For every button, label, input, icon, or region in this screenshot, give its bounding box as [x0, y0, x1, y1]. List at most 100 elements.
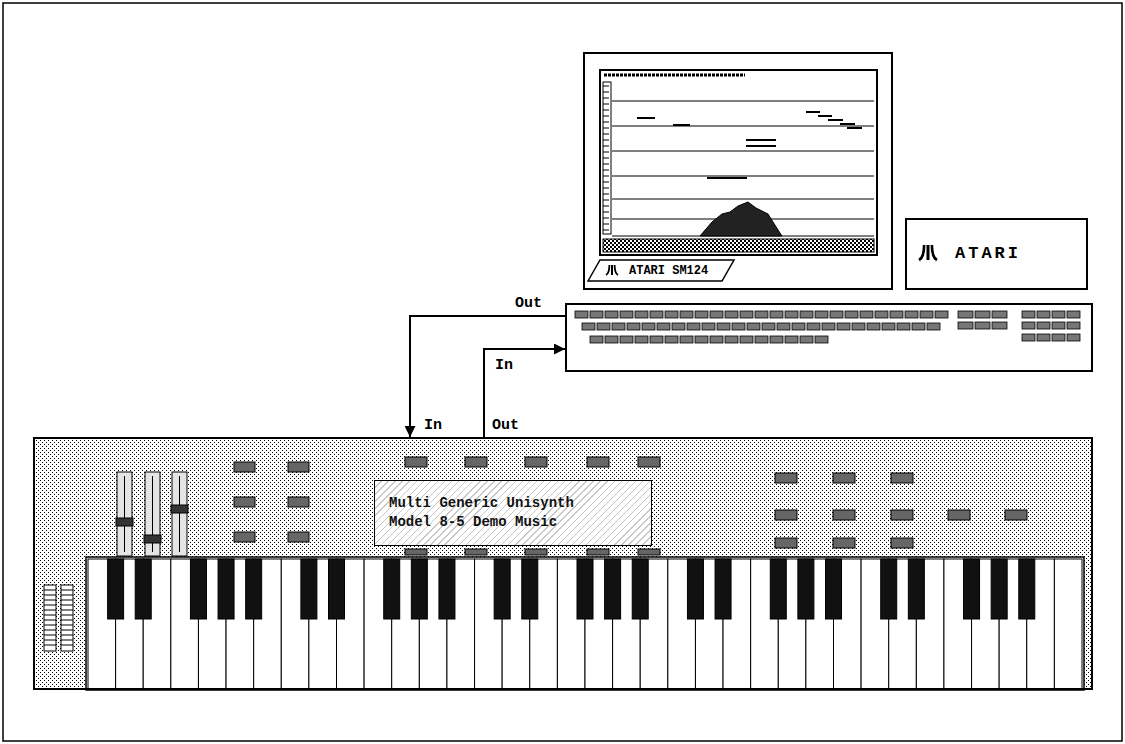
wheel-tick	[44, 640, 56, 641]
computer-key	[1067, 334, 1080, 341]
computer-key	[605, 311, 618, 318]
computer-key	[687, 323, 700, 330]
wheel-tick	[44, 625, 56, 626]
note-bar	[637, 117, 655, 119]
screen-ruler	[603, 82, 611, 234]
black-key	[577, 559, 593, 619]
synthesizer: InOutMulti Generic Unisynth Model 8-5 De…	[33, 437, 1093, 690]
black-key	[439, 559, 455, 619]
computer-key	[695, 311, 708, 318]
panel-button	[891, 473, 913, 483]
ruler-tick	[603, 170, 609, 171]
computer-key	[975, 322, 990, 329]
computer-key	[740, 311, 753, 318]
panel-button	[948, 510, 970, 520]
monitor-screen	[600, 70, 877, 255]
ruler-tick	[603, 182, 609, 183]
computer-key	[620, 311, 633, 318]
computer-key	[800, 336, 813, 343]
computer-key	[800, 311, 813, 318]
slider-track	[145, 472, 160, 556]
computer-key	[927, 323, 940, 330]
ruler-tick	[603, 122, 609, 123]
model-badge: ATARI SM124	[629, 265, 708, 278]
ruler-tick	[603, 146, 609, 147]
computer-key	[837, 323, 850, 330]
port-label: In	[424, 418, 442, 435]
slider-track	[117, 472, 132, 556]
wheel-tick	[44, 615, 56, 616]
black-key	[798, 559, 814, 619]
computer-key	[650, 311, 663, 318]
computer-key	[725, 336, 738, 343]
velocity-graph	[700, 202, 782, 236]
computer-key	[642, 323, 655, 330]
wheel-tick	[61, 620, 73, 621]
wheel-tick	[44, 620, 56, 621]
ruler-tick	[603, 230, 609, 231]
computer-key	[582, 323, 595, 330]
computer-key	[975, 311, 990, 318]
computer-key	[882, 323, 895, 330]
panel-button	[234, 532, 255, 542]
black-key	[522, 559, 538, 619]
computer-body	[565, 303, 1093, 372]
computer-key	[770, 336, 783, 343]
black-key	[246, 559, 262, 619]
panel-button	[775, 510, 797, 520]
ruler-tick	[603, 110, 609, 111]
computer-key	[1037, 311, 1050, 318]
computer-key	[732, 323, 745, 330]
note-bar	[840, 123, 855, 125]
computer-key	[992, 311, 1007, 318]
computer-key	[777, 323, 790, 330]
computer-key	[1022, 322, 1035, 329]
computer-key	[770, 311, 783, 318]
lcd-display: Multi Generic Unisynth Model 8-5 Demo Mu…	[374, 480, 652, 546]
midi-cable	[410, 316, 565, 437]
brand-name: ATARI	[955, 245, 1021, 264]
logo-box-body	[905, 218, 1088, 290]
computer-key	[1037, 322, 1050, 329]
panel-button	[891, 538, 913, 548]
black-key	[301, 559, 317, 619]
wheel-tick	[61, 605, 73, 606]
midi-cable	[484, 349, 565, 437]
panel-button	[288, 532, 309, 542]
ruler-tick	[603, 104, 609, 105]
wheel-tick	[61, 595, 73, 596]
panel-button	[1005, 510, 1027, 520]
note-bar	[746, 145, 776, 147]
computer-key	[815, 311, 828, 318]
computer-key	[612, 323, 625, 330]
ruler-tick	[603, 158, 609, 159]
black-key	[108, 559, 124, 619]
computer-key	[597, 323, 610, 330]
black-key	[964, 559, 980, 619]
computer-key	[890, 311, 903, 318]
wheel-tick	[44, 635, 56, 636]
black-key	[329, 559, 345, 619]
ruler-tick	[603, 206, 609, 207]
model-badge-plate	[588, 260, 734, 281]
ruler-tick	[603, 98, 609, 99]
computer-key	[897, 323, 910, 330]
panel-button	[465, 549, 487, 555]
wheel-strip	[44, 585, 56, 651]
logo-box: ATARI	[905, 218, 1088, 290]
computer-key	[875, 311, 888, 318]
staff-line	[612, 126, 874, 127]
ruler-tick	[603, 200, 609, 201]
logo-stroke	[606, 265, 609, 275]
ruler-tick	[603, 134, 609, 135]
computer-key	[867, 323, 880, 330]
computer-key	[1052, 311, 1065, 318]
wheel-tick	[61, 625, 73, 626]
wheel-tick	[61, 590, 73, 591]
wheel-tick	[61, 640, 73, 641]
black-key	[632, 559, 648, 619]
computer-key	[605, 336, 618, 343]
computer-key	[845, 311, 858, 318]
panel-button	[775, 473, 797, 483]
